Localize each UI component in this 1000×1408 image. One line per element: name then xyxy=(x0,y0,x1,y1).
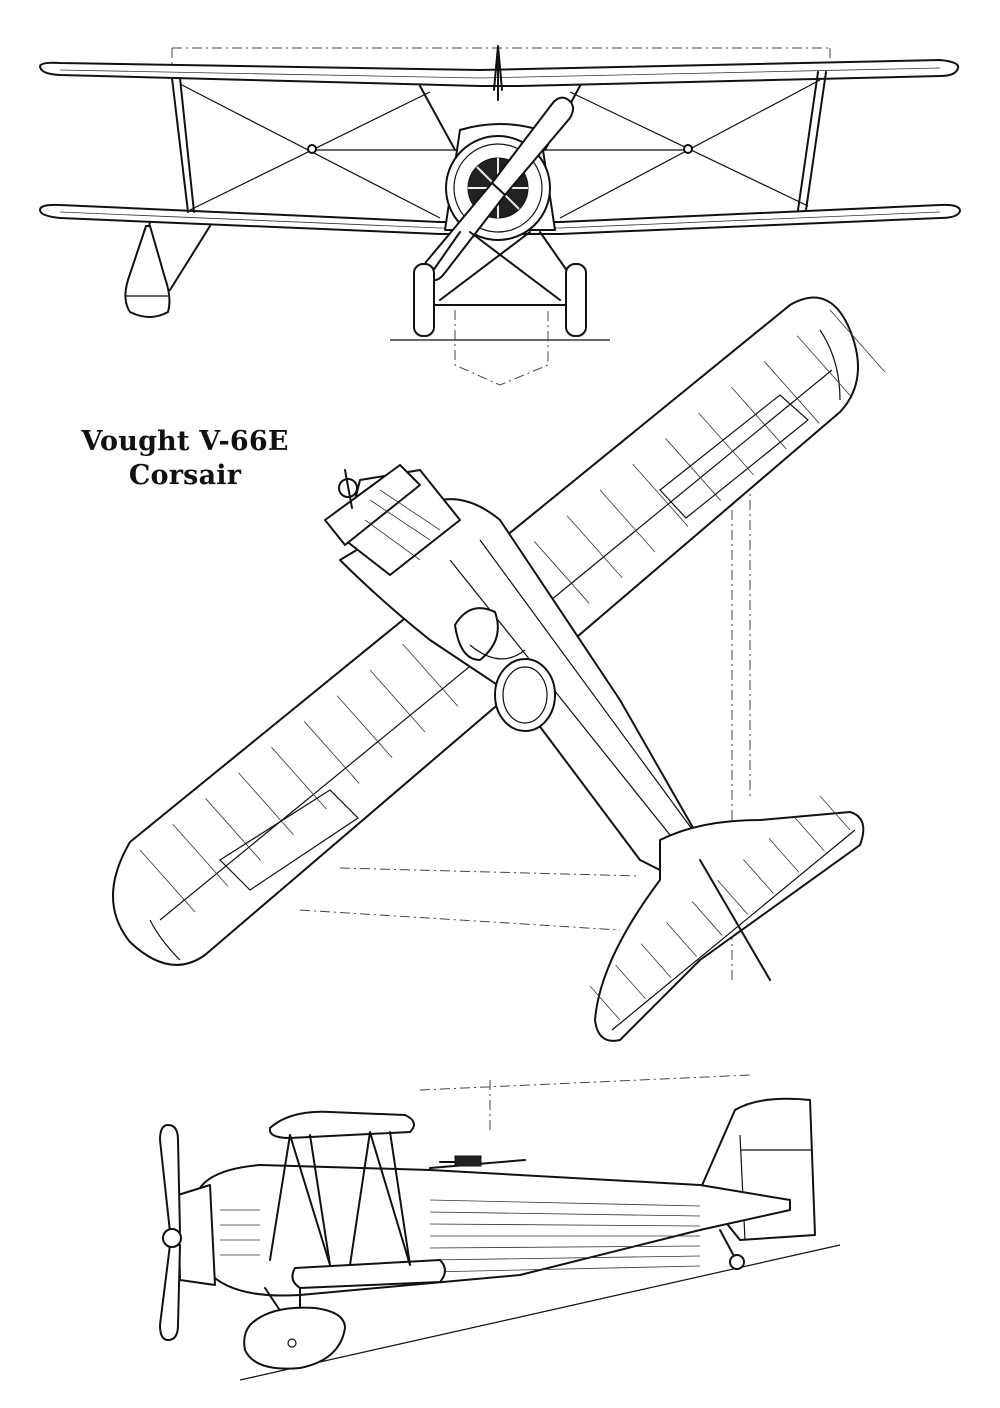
title-line-2: Corsair xyxy=(128,460,242,491)
title-line-1: Vought V-66E xyxy=(81,426,289,457)
